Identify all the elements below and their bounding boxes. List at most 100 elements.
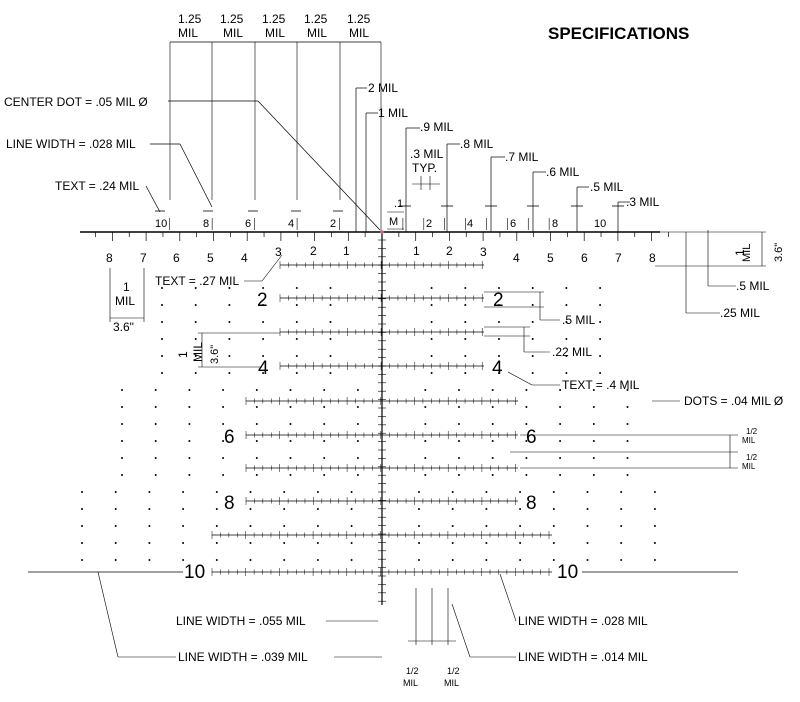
dot — [519, 491, 522, 493]
h-left-8: 8 — [106, 251, 113, 265]
upper-label-8: 8 — [203, 218, 209, 230]
dot — [249, 559, 252, 561]
dot — [418, 508, 420, 510]
dot — [329, 304, 332, 306]
dot — [154, 440, 157, 442]
v-right-6: 6 — [526, 427, 537, 448]
dot — [356, 389, 359, 391]
dot — [161, 304, 163, 306]
v-right-10: 10 — [557, 562, 578, 583]
dot — [350, 542, 353, 544]
dot — [458, 406, 460, 408]
h-left-6: 6 — [173, 251, 180, 265]
dot — [154, 406, 157, 408]
dot — [626, 474, 629, 476]
dot — [228, 338, 231, 340]
dot — [194, 355, 197, 357]
stadia-03-mil: .3 MIL — [626, 195, 660, 209]
dot — [620, 559, 623, 561]
one-mil-right-label: 1 — [733, 249, 747, 256]
dot — [188, 457, 191, 459]
dot — [620, 491, 623, 493]
dot — [289, 474, 292, 476]
dot — [249, 525, 252, 527]
dot — [418, 525, 420, 527]
dot — [565, 321, 568, 323]
dot — [114, 525, 117, 527]
h-right-1: 1 — [413, 244, 420, 258]
spacing-value-5: 1.25 — [347, 12, 371, 26]
dot — [283, 542, 286, 544]
stadia-07-mil: .7 MIL — [505, 150, 539, 164]
line-width-top-callout: LINE WIDTH = .028 MIL — [6, 137, 136, 151]
dot — [626, 457, 629, 459]
dot — [323, 389, 326, 391]
vertical-scale-labels: 2 2 4 4 6 6 8 8 10 10 — [184, 290, 578, 583]
dot — [498, 304, 500, 306]
dot — [148, 542, 151, 544]
dot — [255, 423, 258, 425]
dot — [182, 542, 185, 544]
dot — [525, 406, 528, 408]
dot — [323, 423, 326, 425]
dot — [626, 406, 629, 408]
text-04-callout: TEXT = .4 MIL — [562, 378, 640, 392]
dot — [458, 457, 460, 459]
dot — [599, 338, 602, 340]
tenth-mil-label: .1 — [394, 198, 403, 210]
dot — [222, 440, 225, 442]
dot — [81, 508, 83, 510]
dot — [329, 355, 332, 357]
dot — [329, 287, 332, 289]
dot — [565, 287, 568, 289]
dot — [451, 525, 454, 527]
dot — [491, 423, 494, 425]
dot — [289, 457, 292, 459]
dot — [262, 321, 265, 323]
dot — [519, 525, 522, 527]
dot — [329, 338, 332, 340]
dot — [592, 440, 595, 442]
v-left-10: 10 — [184, 562, 205, 583]
dot — [531, 321, 534, 323]
bottom-half-left: 1/2 — [406, 666, 419, 676]
dot — [592, 423, 595, 425]
dot — [262, 287, 265, 289]
upper-label-10: 10 — [155, 218, 167, 230]
dot — [289, 406, 292, 408]
dot — [491, 457, 494, 459]
dot — [418, 559, 420, 561]
dot — [154, 389, 157, 391]
dot — [329, 372, 332, 374]
dot — [350, 559, 353, 561]
dot — [316, 491, 319, 493]
dot — [228, 355, 231, 357]
half-mil-text-callout: .5 MIL — [562, 313, 596, 327]
dot — [182, 525, 185, 527]
dot — [485, 542, 488, 544]
dot — [531, 304, 534, 306]
spacing-unit-2: MIL — [223, 26, 243, 40]
dot — [485, 559, 488, 561]
three-six-vertical-label: 3.6" — [209, 345, 221, 364]
dot — [498, 338, 500, 340]
dot — [592, 406, 595, 408]
dot — [182, 491, 185, 493]
dot — [194, 321, 197, 323]
dot — [161, 372, 163, 374]
dot — [215, 508, 218, 510]
dot — [262, 372, 265, 374]
dot — [464, 355, 467, 357]
dot — [188, 389, 191, 391]
h-left-1: 1 — [343, 244, 350, 258]
dot — [289, 440, 292, 442]
dot — [559, 406, 562, 408]
dot — [485, 508, 488, 510]
stadia-09-mil: .9 MIL — [420, 120, 454, 134]
horizontal-scale-numbers: 8 7 6 5 4 3 2 1 1 2 3 4 5 6 7 8 — [106, 244, 656, 265]
half-bottom-unit: MIL — [742, 462, 756, 471]
h-left-4: 4 — [241, 251, 248, 265]
dot — [222, 389, 225, 391]
dot — [161, 321, 163, 323]
dot — [316, 559, 319, 561]
